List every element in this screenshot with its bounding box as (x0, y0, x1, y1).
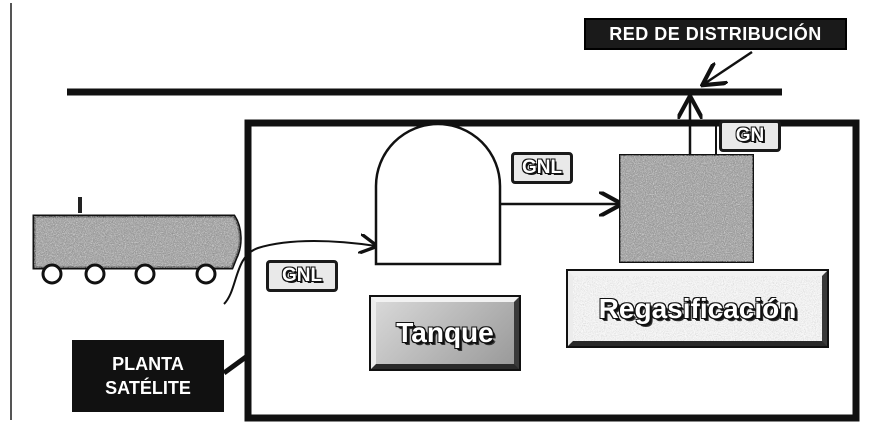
plant-boundary (244, 119, 860, 422)
regasificacion-label-texture (568, 271, 827, 346)
tanque-label: Tanque (369, 295, 521, 371)
red-distribucion-label: RED DE DISTRIBUCIÓN (584, 18, 847, 50)
tanker-truck-icon (32, 197, 242, 285)
gnl-left-text: GNL (281, 265, 323, 286)
plant-pointer-line (222, 351, 252, 376)
storage-tank (374, 122, 502, 266)
transfer-hose (223, 241, 376, 305)
planta-satelite-label: PLANTA SATÉLITE (72, 340, 224, 412)
satelite-text: SATÉLITE (105, 378, 191, 398)
gn-text: GN (735, 125, 765, 146)
planta-text: PLANTA (112, 353, 184, 374)
regasificacion-label: Regasificación (566, 269, 829, 348)
tanque-text: Tanque (396, 317, 494, 348)
red-distribucion-text: RED DE DISTRIBUCIÓN (609, 23, 822, 44)
gnl-top-label: GNL (511, 152, 573, 184)
regasification-unit (619, 154, 754, 263)
gnl-top-text: GNL (521, 157, 563, 178)
gn-label: GN (719, 120, 781, 152)
network-pointer-arrow (704, 50, 753, 84)
gnl-left-label: GNL (266, 260, 338, 292)
regasificacion-text: Regasificación (598, 292, 797, 324)
